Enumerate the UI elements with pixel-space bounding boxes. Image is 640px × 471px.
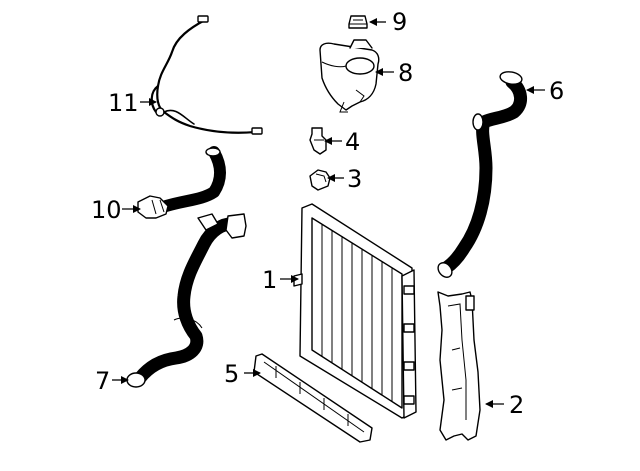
part-5-lower-deflector — [253, 353, 373, 443]
callout-11: 11 — [108, 89, 139, 117]
callout-7: 7 — [95, 367, 110, 395]
part-9-reservoir-cap — [348, 15, 368, 29]
part-8-expansion-tank — [319, 39, 380, 113]
part-4-clip — [309, 127, 327, 155]
callout-9: 9 — [392, 8, 407, 36]
callout-10: 10 — [91, 196, 122, 224]
radiator-core-fins — [321, 224, 393, 401]
part-11-wire-harness — [150, 15, 263, 135]
callout-3: 3 — [347, 165, 362, 193]
callout-1: 1 — [262, 266, 277, 294]
part-7-lower-hose — [126, 213, 247, 388]
part-2-side-bracket — [437, 291, 481, 441]
part-6-upper-hose — [437, 71, 527, 278]
callout-4: 4 — [345, 128, 360, 156]
part-1-radiator — [293, 203, 417, 419]
callout-6: 6 — [549, 77, 564, 105]
callout-labels: 9 8 4 3 6 11 10 1 5 7 2 — [91, 8, 564, 419]
part-3-rubber-mount — [309, 169, 331, 191]
callout-arrows — [112, 18, 545, 408]
callout-8: 8 — [398, 59, 413, 87]
part-10-coolant-hose — [137, 146, 226, 219]
callout-2: 2 — [509, 391, 524, 419]
callout-5: 5 — [224, 360, 239, 388]
